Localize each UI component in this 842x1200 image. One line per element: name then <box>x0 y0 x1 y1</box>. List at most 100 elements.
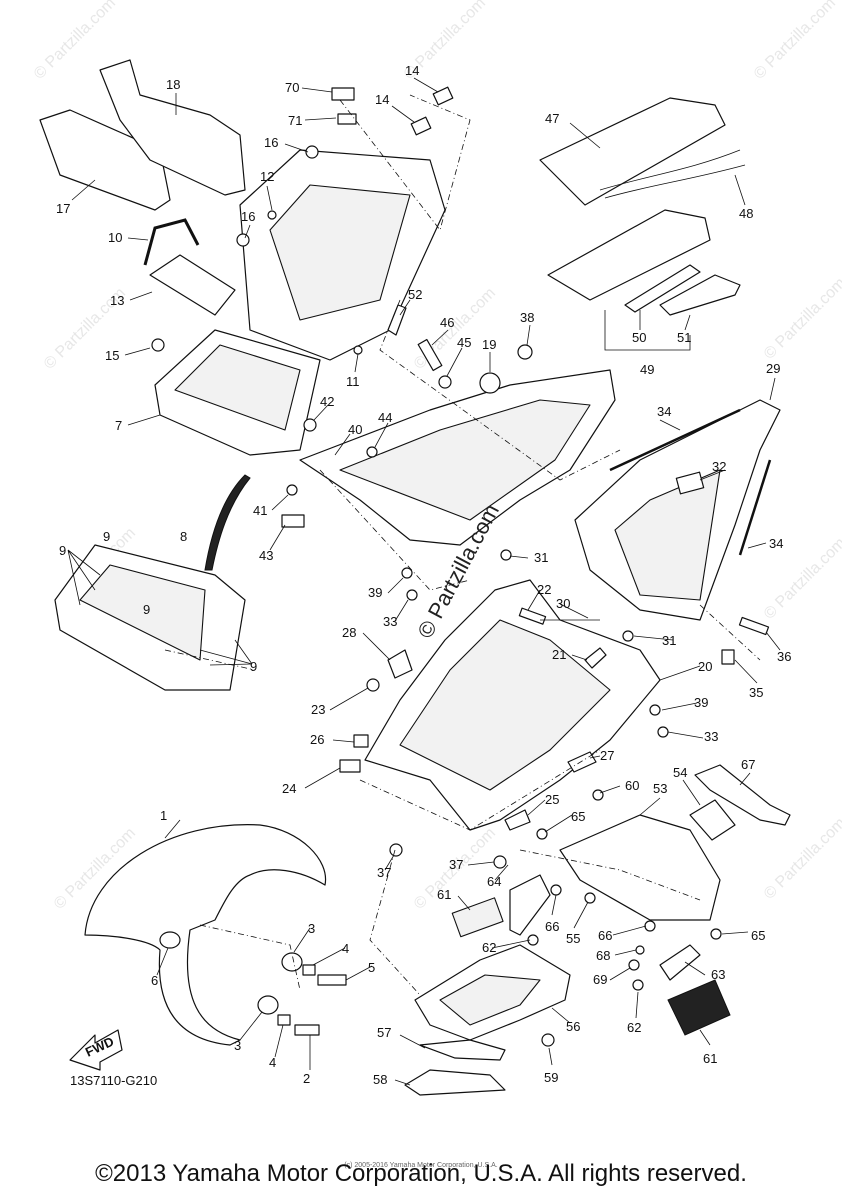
tool-bag <box>547 209 711 301</box>
watermark: © Partzilla.com <box>751 0 839 83</box>
callout-47: 47 <box>545 111 559 126</box>
leader <box>431 329 449 346</box>
pad-71 <box>337 113 357 125</box>
leader <box>682 779 701 806</box>
leader <box>684 314 691 331</box>
leader <box>544 814 573 833</box>
callout-34: 34 <box>769 536 783 551</box>
leader <box>354 353 359 373</box>
callout-12: 12 <box>260 169 274 184</box>
leader <box>244 224 251 239</box>
reflector-61a <box>451 897 504 938</box>
callout-45: 45 <box>457 335 471 350</box>
leader <box>699 469 726 481</box>
callout-28: 28 <box>342 625 356 640</box>
callout-37: 37 <box>449 857 463 872</box>
leader <box>614 949 637 956</box>
leader <box>494 864 509 881</box>
leader <box>199 639 253 666</box>
pad-70 <box>331 87 355 101</box>
bracket-67 <box>694 764 791 826</box>
fender-1 <box>84 824 327 1046</box>
callout-57: 57 <box>377 1025 391 1040</box>
bolt-39b <box>649 704 661 716</box>
strip-34b <box>738 459 772 556</box>
callout-27: 27 <box>600 748 614 763</box>
stay-63 <box>659 944 701 981</box>
leader <box>124 347 151 356</box>
bushing-4b <box>277 1014 291 1026</box>
leader <box>659 419 681 431</box>
bushing-4a <box>302 964 316 976</box>
callout-71: 71 <box>288 113 302 128</box>
callout-29: 29 <box>766 361 780 376</box>
damper-14b <box>410 116 432 136</box>
callout-3: 3 <box>234 1038 241 1053</box>
callout-9: 9 <box>59 543 66 558</box>
callout-16: 16 <box>264 135 278 150</box>
callout-13: 13 <box>110 293 124 308</box>
leader <box>573 901 589 929</box>
panel-17 <box>39 109 171 211</box>
callout-33: 33 <box>383 614 397 629</box>
leader <box>667 731 704 739</box>
leader <box>293 927 311 953</box>
leader <box>734 174 746 206</box>
callout-6: 6 <box>151 973 158 988</box>
band-25 <box>504 809 531 831</box>
bolt-60 <box>592 789 604 801</box>
seat-frame-inner <box>269 184 411 321</box>
callout-43: 43 <box>259 548 273 563</box>
frame-40-inner <box>339 399 591 521</box>
leader <box>127 237 149 241</box>
leader <box>384 854 395 871</box>
pad-24 <box>339 759 361 773</box>
leader <box>334 433 351 456</box>
leader <box>394 599 409 622</box>
leader <box>394 1079 411 1086</box>
bolt-16a <box>305 145 319 159</box>
callout-7: 7 <box>115 418 122 433</box>
callout-5: 5 <box>368 960 375 975</box>
leader <box>548 1047 553 1066</box>
assembly-line <box>339 94 471 231</box>
clip-11 <box>353 345 363 355</box>
leader <box>491 939 531 949</box>
bolt-5 <box>317 974 347 986</box>
assembly-line <box>369 849 421 996</box>
leader <box>399 1034 426 1049</box>
leader <box>345 965 373 981</box>
bolt-16b <box>236 233 250 247</box>
mudguard-53 <box>559 814 721 921</box>
callout-4: 4 <box>342 941 349 956</box>
spacer-6 <box>159 931 181 949</box>
callout-34: 34 <box>657 404 671 419</box>
leader <box>609 967 631 981</box>
callout-66: 66 <box>598 928 612 943</box>
clip-31a <box>500 549 512 561</box>
leader <box>659 665 701 681</box>
bolt-2 <box>294 1024 320 1036</box>
subframe-inner <box>399 619 611 791</box>
callout-62: 62 <box>482 940 496 955</box>
leader <box>747 542 767 549</box>
nut-37a <box>389 843 403 857</box>
callout-23: 23 <box>311 702 325 717</box>
callout-63: 63 <box>711 967 725 982</box>
callout-39: 39 <box>368 585 382 600</box>
callout-53: 53 <box>653 781 667 796</box>
clamp-38 <box>517 344 533 360</box>
leader <box>527 799 546 816</box>
callout-17: 17 <box>56 201 70 216</box>
leader <box>633 635 674 641</box>
strap-10 <box>143 218 200 266</box>
leader <box>274 1024 284 1058</box>
leader <box>635 991 639 1019</box>
callout-55: 55 <box>566 931 580 946</box>
callout-70: 70 <box>285 80 299 95</box>
nut-69 <box>628 959 640 971</box>
clip-31b <box>622 630 634 642</box>
callout-1: 1 <box>160 808 167 823</box>
pad-26 <box>353 734 369 748</box>
clip-59 <box>541 1033 555 1047</box>
